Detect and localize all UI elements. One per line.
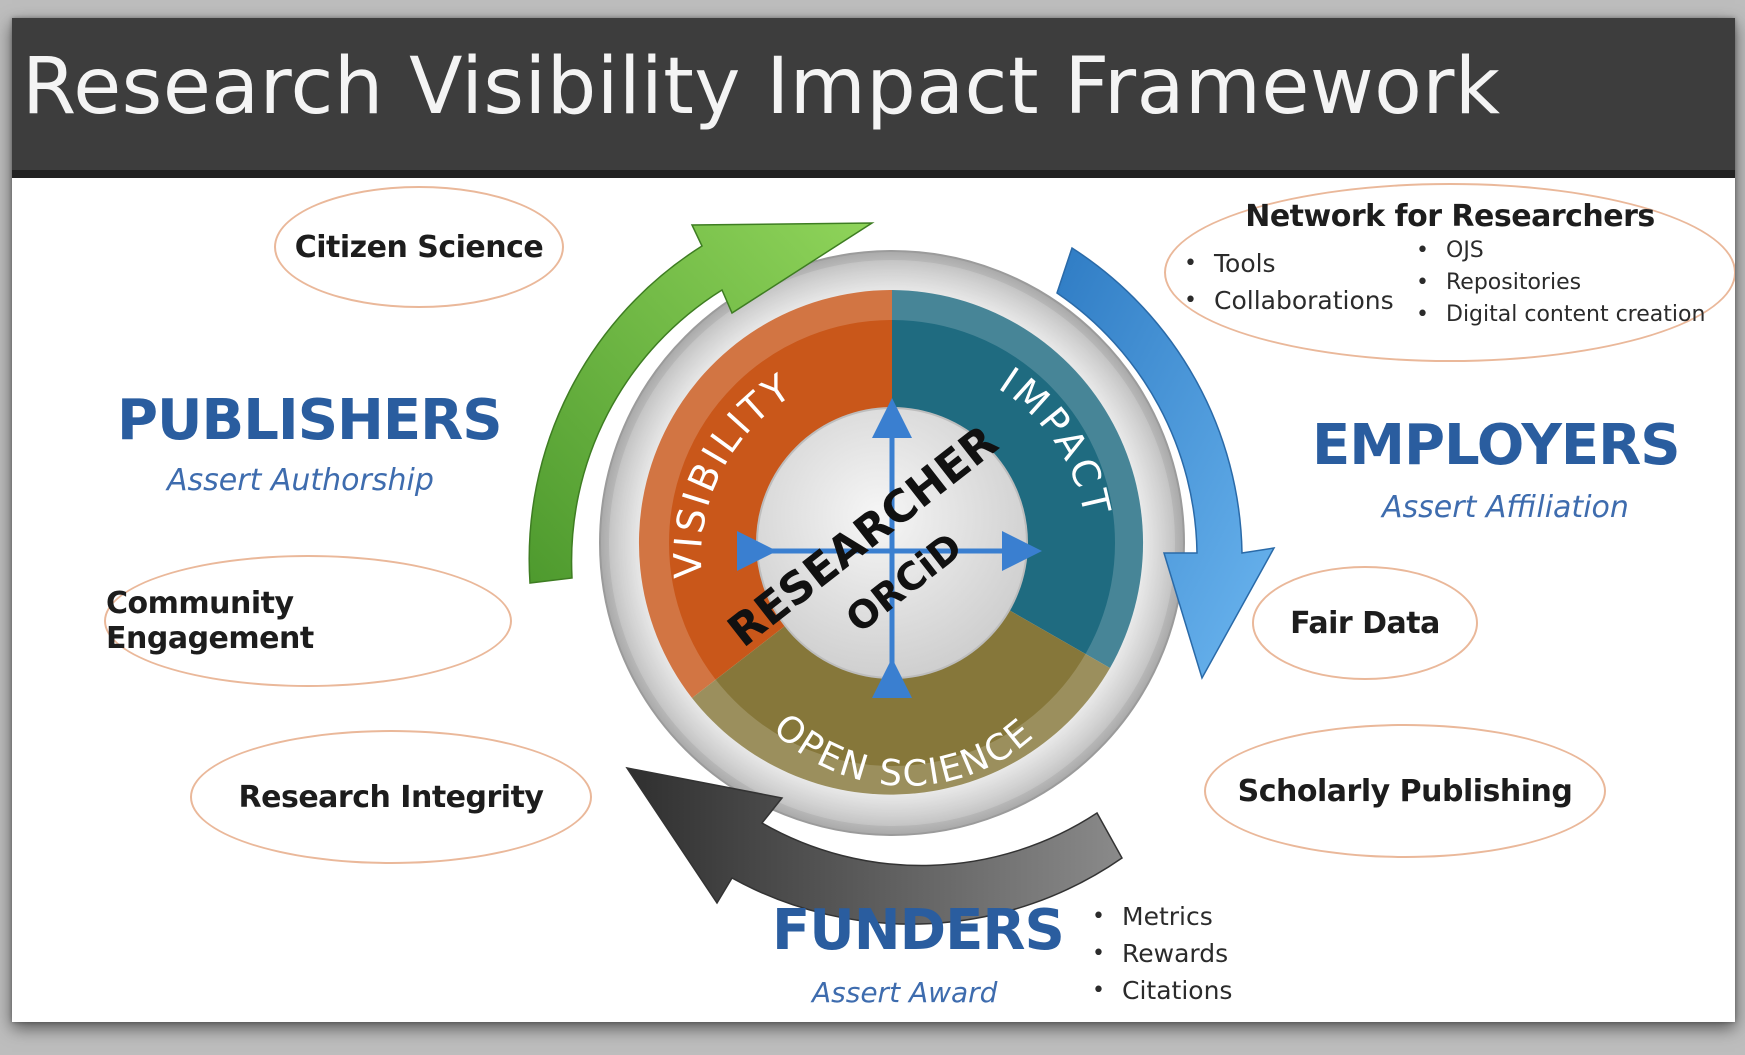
oval-community-engagement: Community Engagement bbox=[104, 555, 512, 687]
list-item: Rewards bbox=[1092, 935, 1232, 972]
list-item: Tools bbox=[1184, 245, 1394, 282]
oval-research-integrity: Research Integrity bbox=[190, 730, 592, 864]
title-bar: Research Visibility Impact Framework bbox=[12, 18, 1735, 178]
publishers-heading: PUBLISHERS bbox=[117, 388, 503, 453]
funders-list: Metrics Rewards Citations bbox=[1092, 898, 1232, 1009]
employers-subtitle: Assert Affiliation bbox=[1382, 490, 1629, 525]
list-item: OJS bbox=[1416, 235, 1705, 267]
oval-citizen-science: Citizen Science bbox=[274, 186, 564, 308]
funders-heading: FUNDERS bbox=[772, 898, 1065, 963]
oval-label: Scholarly Publishing bbox=[1237, 773, 1573, 809]
oval-fair-data: Fair Data bbox=[1252, 566, 1478, 680]
list-item: Metrics bbox=[1092, 898, 1232, 935]
publishers-subtitle: Assert Authorship bbox=[167, 463, 434, 498]
oval-label: Community Engagement bbox=[106, 586, 314, 656]
blue-cycle-arrow bbox=[1056, 246, 1276, 680]
green-cycle-arrow bbox=[528, 222, 875, 584]
list-item: Repositories bbox=[1416, 267, 1705, 299]
oval-network-for-researchers: Network for Researchers Tools Collaborat… bbox=[1164, 183, 1735, 362]
funders-subtitle: Assert Award bbox=[812, 976, 998, 1009]
oval-scholarly-publishing: Scholarly Publishing bbox=[1204, 724, 1606, 858]
slide: Research Visibility Impact Framework bbox=[12, 18, 1735, 1022]
employers-heading: EMPLOYERS bbox=[1312, 413, 1681, 478]
network-title: Network for Researchers bbox=[1245, 199, 1655, 234]
gray-cycle-arrow bbox=[625, 766, 1123, 925]
network-list-right: OJS Repositories Digital content creatio… bbox=[1416, 235, 1705, 331]
framework-diagram: RESEARCHER ORCiD VISIBILITY IMPACT OPEN … bbox=[528, 222, 1276, 925]
list-item: Citations bbox=[1092, 972, 1232, 1009]
oval-label: Citizen Science bbox=[294, 229, 544, 265]
oval-label: Research Integrity bbox=[238, 779, 544, 815]
segment-highlight bbox=[609, 260, 1175, 826]
list-item: Digital content creation bbox=[1416, 299, 1705, 331]
oval-label: Fair Data bbox=[1290, 605, 1440, 641]
list-item: Collaborations bbox=[1184, 282, 1394, 319]
network-list-left: Tools Collaborations bbox=[1184, 245, 1394, 319]
page-title: Research Visibility Impact Framework bbox=[22, 42, 1501, 132]
